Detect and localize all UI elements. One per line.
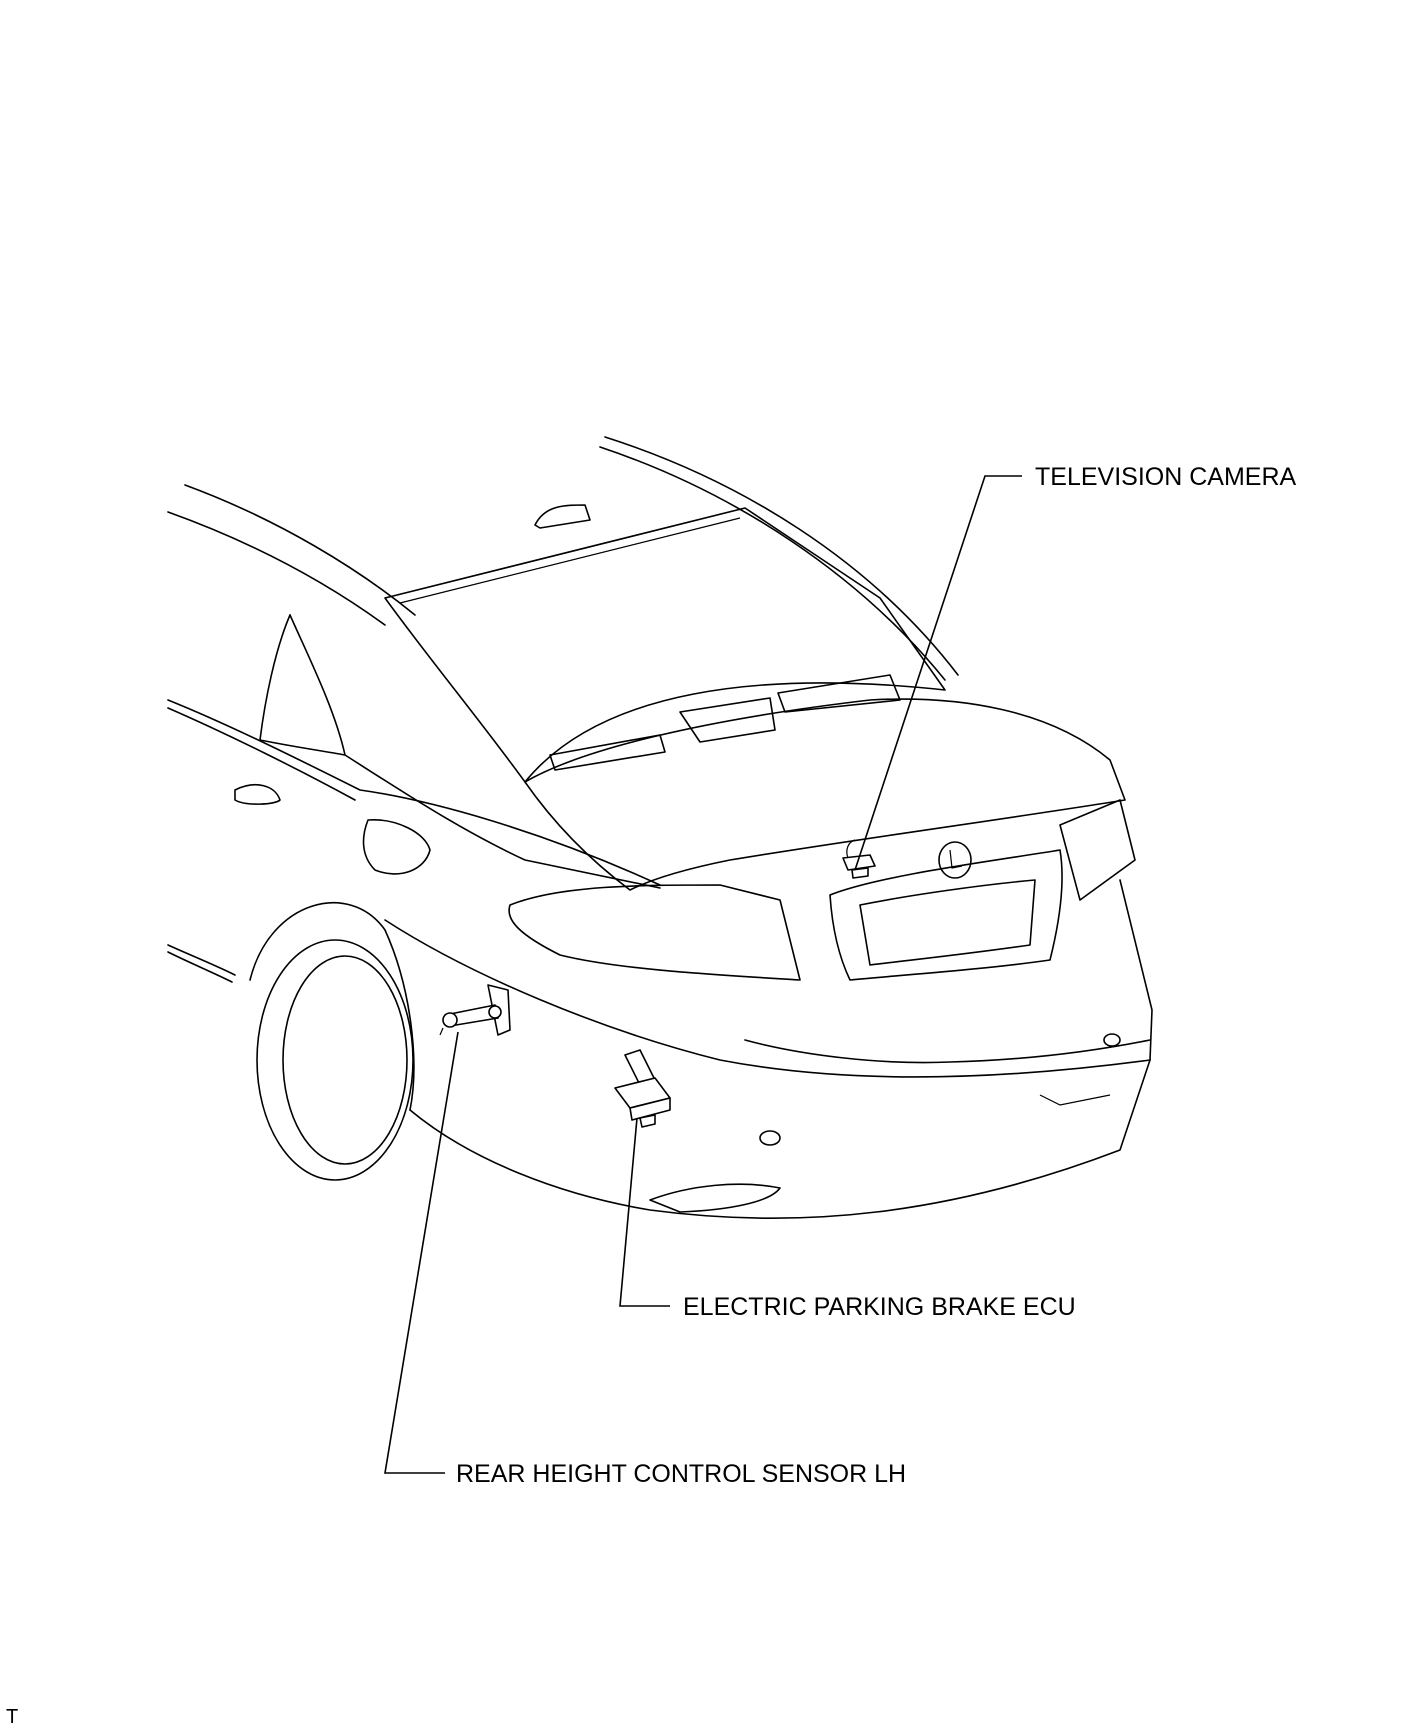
epb-ecu-part <box>614 1049 671 1128</box>
license-plate-recess <box>829 849 1063 981</box>
rear-wheel <box>249 901 415 1181</box>
rear-bumper <box>384 879 1153 1220</box>
rear-height-control-sensor-label: REAR HEIGHT CONTROL SENSOR LH <box>456 1460 907 1488</box>
leader-television-camera <box>854 475 1022 871</box>
side-window <box>259 614 346 756</box>
television-camera-part <box>842 839 876 879</box>
electric-parking-brake-ecu-label: ELECTRIC PARKING BRAKE ECU <box>683 1293 1076 1321</box>
rear-height-sensor-part <box>439 984 511 1036</box>
trunk-lid <box>524 674 1126 891</box>
leader-lines <box>384 475 1022 1474</box>
body-side <box>167 699 661 983</box>
roof-outline <box>167 436 959 783</box>
television-camera-label: TELEVISION CAMERA <box>1035 463 1297 491</box>
leader-rear-height-sensor <box>384 1031 459 1474</box>
tail-lights <box>508 799 1136 981</box>
corner-mark: T <box>6 1706 19 1728</box>
leader-epb-ecu <box>619 1117 670 1307</box>
